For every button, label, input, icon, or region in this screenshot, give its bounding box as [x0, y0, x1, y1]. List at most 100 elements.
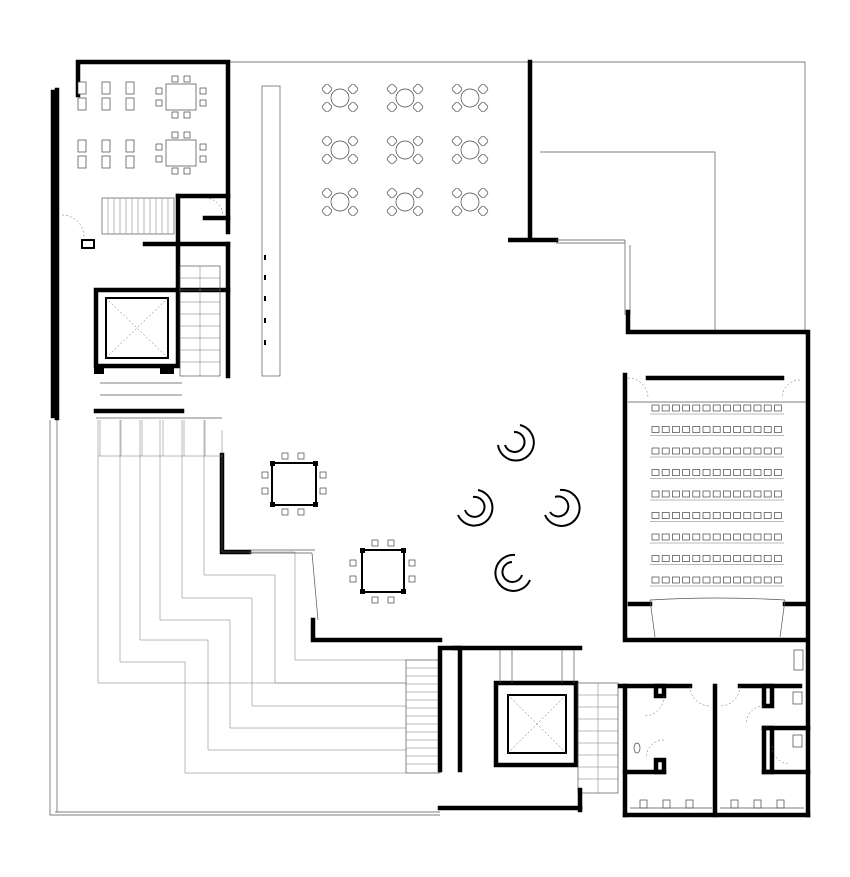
auditorium-seat	[733, 576, 741, 584]
counter	[261, 85, 281, 377]
auditorium-seat	[753, 426, 762, 433]
round-table	[321, 83, 359, 113]
auditorium-seat	[743, 447, 752, 455]
auditorium-seat	[743, 426, 752, 433]
auditorium-seat	[723, 555, 731, 562]
auditorium-seat	[702, 512, 711, 519]
round-table	[386, 83, 424, 113]
auditorium-seat	[672, 576, 680, 584]
round-table	[386, 187, 424, 217]
auditorium-seat	[774, 533, 782, 541]
auditorium-seat	[692, 490, 701, 498]
auditorium-seat	[692, 469, 701, 476]
auditorium-seat	[763, 469, 772, 476]
auditorium-seat	[692, 404, 701, 412]
auditorium-seat	[712, 469, 721, 476]
auditorium-seat	[743, 512, 752, 519]
auditorium-seat	[743, 469, 752, 476]
auditorium-seat	[753, 447, 762, 455]
auditorium-seat	[753, 490, 762, 498]
auditorium-seat	[661, 512, 670, 519]
auditorium-seat	[763, 512, 772, 519]
round-table	[451, 83, 489, 113]
classroom-block	[50, 59, 231, 421]
auditorium-seat	[712, 555, 721, 562]
auditorium-seat	[651, 512, 660, 519]
auditorium-seat	[743, 490, 752, 498]
auditorium-seat	[774, 512, 782, 519]
left-core	[93, 241, 231, 414]
auditorium-seat	[692, 555, 701, 562]
auditorium-seat	[733, 404, 741, 412]
toilet-icon	[792, 691, 803, 705]
auditorium-seat	[702, 576, 711, 584]
auditorium-seat	[712, 426, 721, 433]
auditorium-seat	[774, 426, 782, 433]
auditorium-seat	[651, 404, 660, 412]
auditorium-seat	[712, 404, 721, 412]
auditorium-seat	[661, 533, 670, 541]
auditorium-seat	[661, 469, 670, 476]
auditorium-seat	[702, 404, 711, 412]
auditorium-seat	[712, 447, 721, 455]
auditorium-seat	[743, 533, 752, 541]
auditorium-seat	[723, 426, 731, 433]
auditorium	[622, 372, 809, 643]
auditorium-seat	[672, 490, 680, 498]
auditorium-seat	[651, 576, 660, 584]
round-table	[386, 135, 424, 165]
toilet-icon	[792, 734, 803, 748]
auditorium-seat	[661, 576, 670, 584]
curved-benches	[457, 424, 581, 592]
cafe-tables	[321, 83, 489, 217]
auditorium-seat	[763, 426, 772, 433]
auditorium-seat	[733, 555, 741, 562]
auditorium-seat	[651, 555, 660, 562]
auditorium-seat	[682, 469, 690, 476]
auditorium-seat	[743, 555, 752, 562]
auditorium-seat	[774, 490, 782, 498]
auditorium-seat	[682, 490, 690, 498]
auditorium-seat	[682, 576, 690, 584]
urinal-icon	[633, 742, 641, 754]
auditorium-seat	[774, 404, 782, 412]
auditorium-seat	[651, 490, 660, 498]
auditorium-seat	[753, 555, 762, 562]
auditorium-seat	[763, 555, 772, 562]
auditorium-seat	[763, 576, 772, 584]
classroom-stair	[101, 197, 175, 235]
lobby-tables	[261, 452, 416, 604]
auditorium-seat	[723, 447, 731, 455]
round-table	[451, 135, 489, 165]
auditorium-seat	[702, 555, 711, 562]
round-table	[451, 187, 489, 217]
auditorium-seat	[682, 447, 690, 455]
auditorium-seat	[733, 426, 741, 433]
auditorium-seat	[723, 576, 731, 584]
restrooms	[617, 649, 811, 818]
auditorium-seat	[672, 447, 680, 455]
auditorium-seat	[682, 533, 690, 541]
auditorium-seat	[692, 447, 701, 455]
auditorium-seat	[733, 533, 741, 541]
auditorium-seat	[733, 469, 741, 476]
auditorium-seat	[661, 426, 670, 433]
auditorium-seat	[651, 533, 660, 541]
auditorium-seat	[774, 447, 782, 455]
auditorium-seat	[692, 533, 701, 541]
auditorium-seat	[702, 490, 711, 498]
auditorium-seat	[712, 490, 721, 498]
auditorium-seat	[753, 404, 762, 412]
classroom-desks	[77, 75, 207, 175]
site-boundary	[49, 61, 806, 816]
auditorium-seat	[651, 469, 660, 476]
auditorium-seat	[672, 426, 680, 433]
auditorium-seat	[712, 512, 721, 519]
auditorium-seat	[753, 512, 762, 519]
auditorium-seat	[682, 426, 690, 433]
auditorium-seat	[763, 490, 772, 498]
auditorium-seat	[743, 404, 752, 412]
auditorium-seat	[712, 576, 721, 584]
auditorium-seat	[672, 555, 680, 562]
